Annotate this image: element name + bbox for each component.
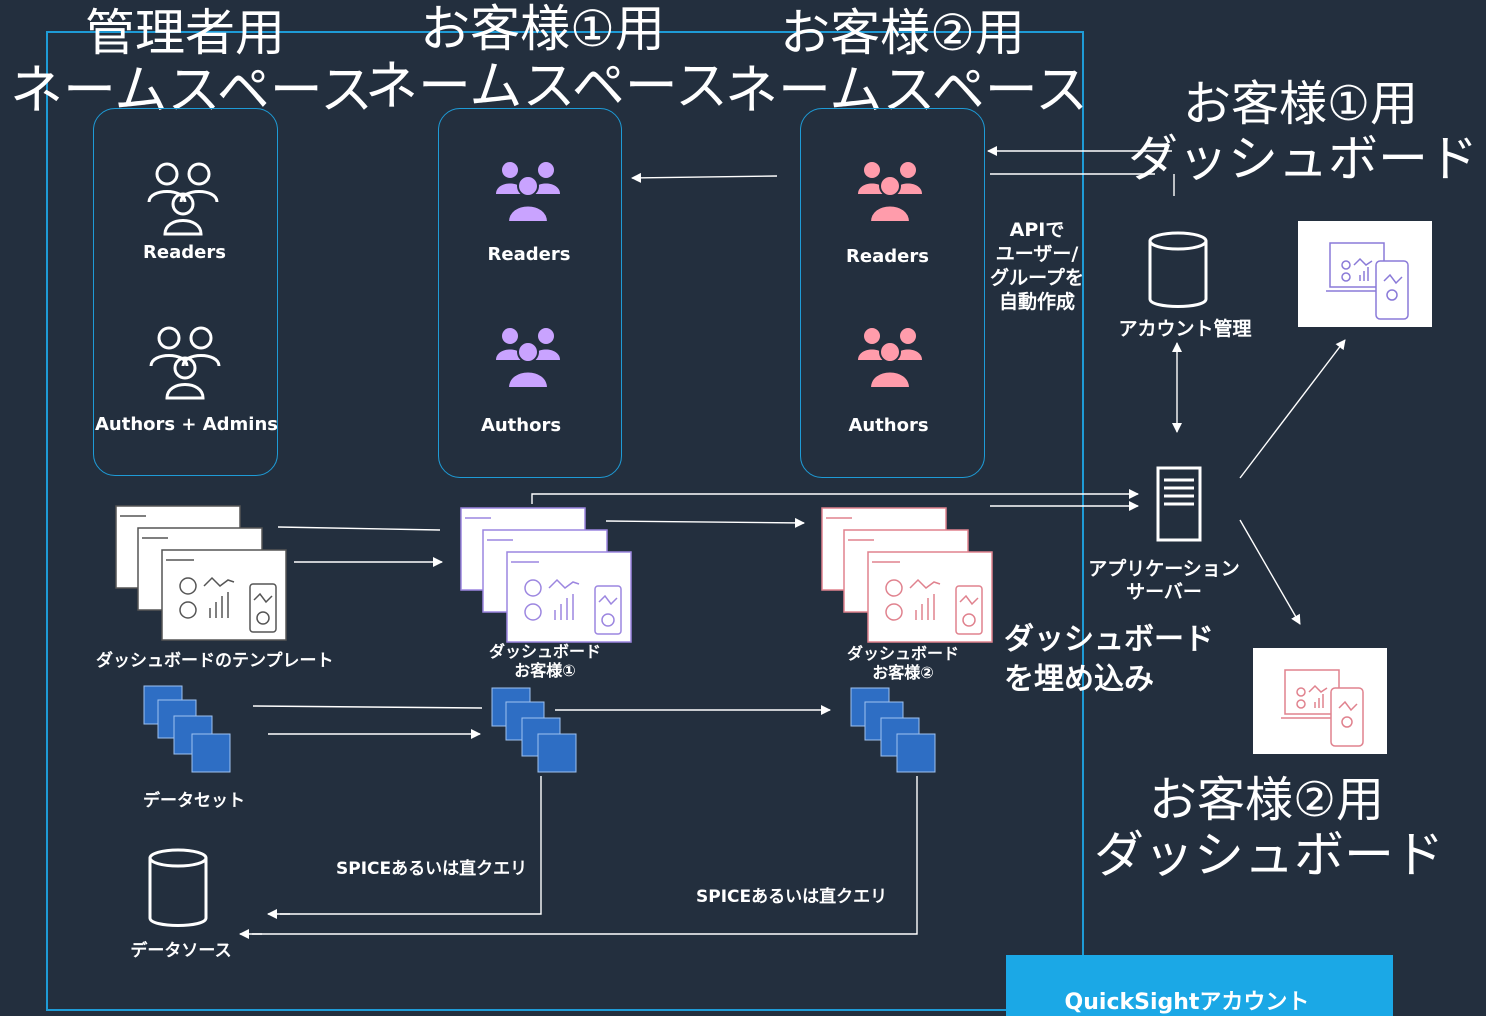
- device-dashboard-icon: [1326, 242, 1409, 320]
- api-note-line: グループを: [990, 267, 1084, 289]
- dashboard-template-label: ダッシュボードのテンプレート: [96, 651, 334, 671]
- embed-note-line: を埋め込み: [1004, 662, 1154, 697]
- arrow: [605, 517, 805, 528]
- api-note-line: ユーザー/: [995, 243, 1079, 265]
- dashboard-customer1-icon: [460, 507, 632, 643]
- arrow: [631, 172, 778, 183]
- app-server-label-line: アプリケーション: [1088, 558, 1240, 580]
- connector-line: [280, 776, 542, 915]
- app-server-label: アプリケーション サーバー: [1080, 558, 1248, 604]
- users-group-icon: [149, 326, 221, 400]
- dataset-icon: [143, 685, 231, 773]
- admin-authors-admins-label: Authors + Admins: [94, 414, 278, 435]
- customer2-dashboard-title-line2: ダッシュボード: [1094, 826, 1444, 884]
- api-note: APIで ユーザー/ グループを 自動作成: [986, 218, 1088, 314]
- customer1-dashboard-title-line1: お客様①用: [1182, 76, 1419, 132]
- dashboard-customer1-label-line1: ダッシュボード: [488, 642, 601, 661]
- quicksight-account-label: QuickSightアカウント: [1064, 990, 1310, 1015]
- customer1-dashboard-preview: [1298, 221, 1432, 327]
- dashboard-customer2-icon: [821, 507, 993, 643]
- embed-note-line: ダッシュボード: [1004, 622, 1214, 657]
- customer2-dashboard-title: お客様②用 ダッシュボード: [1094, 772, 1444, 884]
- dashboard-customer2-label-line1: ダッシュボード: [846, 644, 959, 663]
- dataset-icon: [491, 687, 577, 773]
- namespace-admin-box: [93, 108, 278, 476]
- customer2-dashboard-preview: [1253, 648, 1387, 754]
- customer1-authors-label: Authors: [480, 415, 562, 436]
- connector-line: [277, 526, 441, 531]
- users-group-icon: [858, 328, 922, 389]
- arrow: [1239, 519, 1301, 625]
- customer1-readers-label: Readers: [487, 244, 571, 265]
- connector-line: [531, 493, 1080, 504]
- datasource-label: データソース: [130, 941, 232, 961]
- embed-note: ダッシュボード を埋め込み: [1004, 620, 1214, 700]
- customer1-dashboard-title: お客様①用 ダッシュボード: [1128, 76, 1478, 188]
- namespace-customer2-title-line1: お客様②用: [780, 4, 1025, 62]
- arrow: [1239, 339, 1346, 479]
- spice-label-1: SPICEあるいは直クエリ: [336, 859, 528, 879]
- dashboard-customer1-label-line2: お客様①: [514, 661, 576, 680]
- device-dashboard-icon: [1281, 669, 1364, 747]
- database-icon: [1148, 231, 1208, 308]
- api-note-line: 自動作成: [998, 291, 1075, 313]
- customer2-readers-label: Readers: [846, 246, 929, 267]
- namespace-admin-title-line1: 管理者用: [85, 4, 285, 62]
- namespace-customer1-title-line2: ネームスペース: [365, 56, 729, 117]
- users-group-icon: [858, 162, 922, 223]
- users-group-icon: [147, 162, 219, 236]
- account-management-label: アカウント管理: [1118, 318, 1252, 340]
- api-note-line: APIで: [1009, 219, 1065, 241]
- customer1-dashboard-title-line2: ダッシュボード: [1128, 130, 1478, 188]
- dataset-icon: [850, 687, 936, 773]
- customer2-authors-label: Authors: [848, 415, 929, 436]
- namespace-customer1-title: お客様①用 ネームスペース: [365, 0, 729, 117]
- namespace-customer1-box: [438, 108, 622, 478]
- namespace-customer2-box: [800, 108, 985, 478]
- quicksight-account-frame: [46, 31, 1084, 1011]
- dataset-label: データセット: [143, 791, 245, 811]
- users-group-icon: [496, 328, 560, 389]
- app-server-label-line: サーバー: [1126, 581, 1202, 603]
- connector-line: [252, 776, 918, 935]
- dashboard-customer1-label: ダッシュボード お客様①: [470, 642, 620, 680]
- customer2-dashboard-title-line1: お客様②用: [1148, 772, 1385, 828]
- quicksight-account-badge: [1006, 955, 1393, 1016]
- dashboard-template-icon: [115, 505, 287, 641]
- connector-line: [252, 705, 483, 709]
- server-icon: [1156, 466, 1202, 542]
- dashboard-customer2-label: ダッシュボード お客様②: [828, 644, 978, 682]
- users-group-icon: [496, 162, 560, 223]
- namespace-customer1-title-line1: お客様①用: [420, 0, 665, 58]
- admin-readers-label: Readers: [143, 242, 226, 263]
- spice-label-2: SPICEあるいは直クエリ: [696, 887, 888, 907]
- database-icon: [148, 848, 208, 927]
- dashboard-customer2-label-line2: お客様②: [872, 663, 934, 682]
